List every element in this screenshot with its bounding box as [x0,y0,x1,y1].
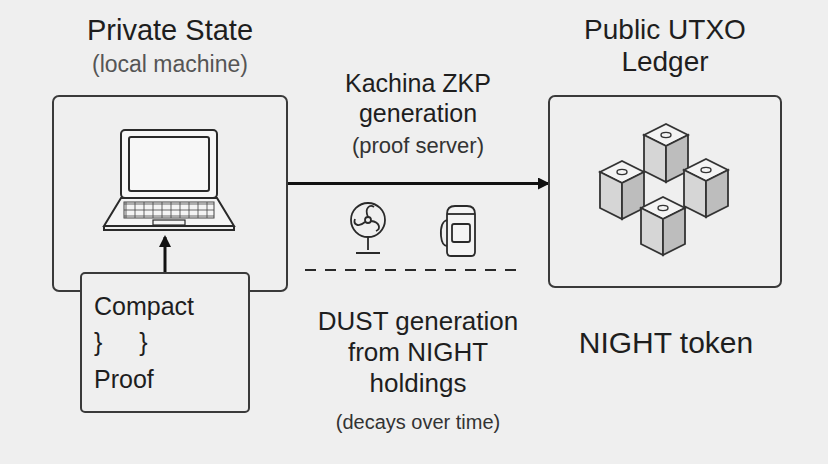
annotation-text: NIGHT token [551,325,781,361]
dashed-divider [305,269,522,271]
arrow-connector [288,182,548,185]
heading-group: Private State (local machine) [52,14,288,78]
annotation-text: (proof server) [303,133,533,159]
region-box: Private State (local machine) [52,8,288,292]
box-heading: Public UTXO Ledger [548,14,782,78]
ledger-blocks [600,124,728,255]
edge-label: Kachina ZKP generation [303,68,533,128]
box-subheading: (local machine) [52,51,288,77]
code-label: Compact } } Proof [94,288,236,397]
laptop-icon [104,130,234,230]
region-box: Public UTXO Ledger [548,8,782,288]
box-heading: Private State [52,14,288,47]
annotation-text: DUST generation from NIGHT holdings [308,306,528,400]
heading-group: Public UTXO Ledger [548,14,782,78]
box-outline [52,95,288,292]
flask-icon [441,206,475,256]
box-outline [548,95,782,288]
code-box: Compact } } Proof [80,272,250,413]
fan-icon [351,203,385,253]
annotation-text: (decays over time) [298,410,538,434]
arrow-connector [164,237,167,272]
